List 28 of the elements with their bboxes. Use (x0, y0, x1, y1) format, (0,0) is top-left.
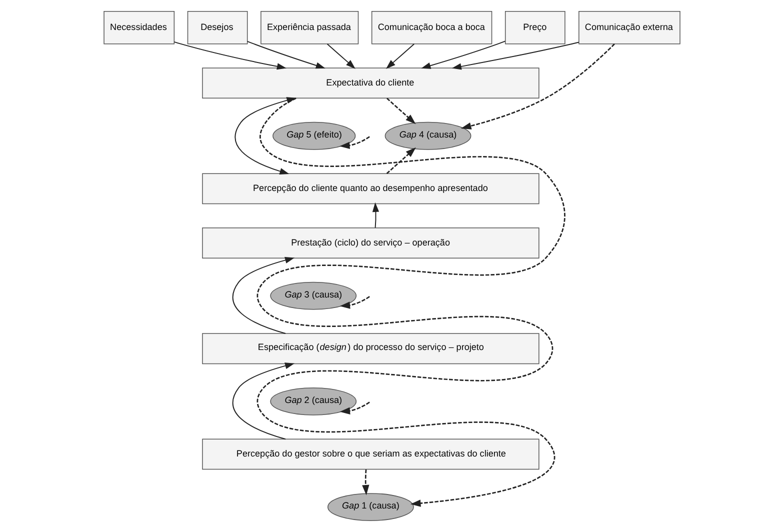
node-box: Expectativa do cliente (202, 68, 540, 99)
arrow (247, 40, 326, 69)
node-box: Percepção do cliente quanto ao desempenho apresentado (202, 173, 540, 204)
arrow (421, 40, 506, 69)
arrow (386, 147, 416, 174)
node-ellipse: Gap 1 (causa) (327, 493, 414, 521)
node-box: Percepção do gestor sobre o que seriam as expectativas do cliente (202, 438, 540, 470)
node-box: Especificação (design) do processo do serviço – projeto (202, 333, 540, 364)
node-box: Comunicação externa (578, 11, 680, 44)
arrow (340, 402, 370, 414)
arrow (372, 202, 380, 228)
arrow (174, 41, 287, 70)
node-box: Necessidades (104, 11, 175, 44)
arrow (386, 43, 415, 69)
arrow (386, 98, 416, 124)
node-box: Preço (504, 11, 566, 44)
arrow (362, 469, 370, 496)
node-box: Desejos (187, 11, 248, 44)
arrow (339, 136, 370, 150)
arrow (340, 296, 370, 309)
arrow (232, 256, 295, 334)
arrow (460, 44, 615, 130)
node-box: Experiência passada (260, 11, 359, 44)
arrow (326, 43, 356, 69)
node-box: Prestação (ciclo) do serviço – operação (202, 228, 540, 258)
arrow (452, 42, 580, 70)
arrow (232, 362, 295, 440)
node-box: Comunicação boca a boca (371, 11, 492, 44)
